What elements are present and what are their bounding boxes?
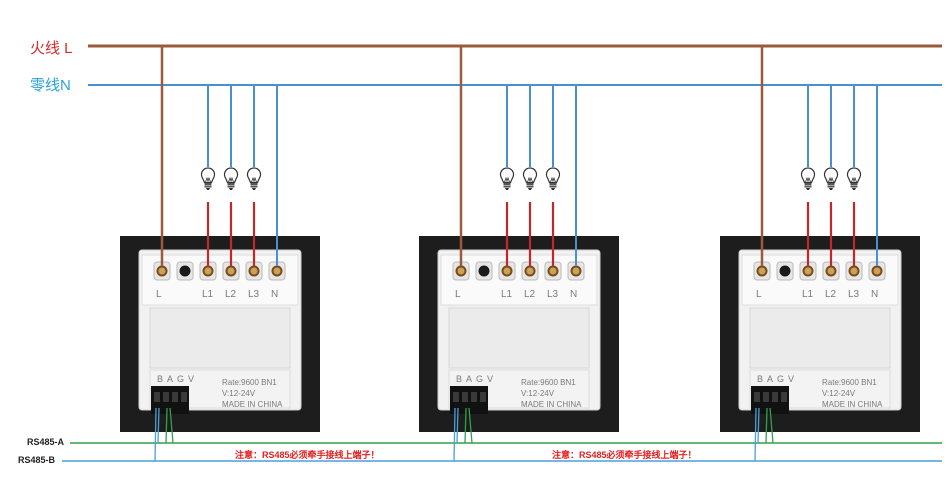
- rs485-b-drop-wire: [154, 407, 157, 462]
- made-in-label: MADE IN CHINA: [222, 400, 283, 409]
- terminal-screw: [452, 261, 470, 281]
- rate-label: Rate:9600 BN1: [222, 378, 277, 387]
- terminal-screw: [799, 261, 817, 281]
- switch-panels: [120, 236, 920, 432]
- terminal-screw: [498, 261, 516, 281]
- terminal-screw: [544, 261, 562, 281]
- rs485-b-drop-wire: [456, 407, 459, 444]
- wires: [62, 44, 942, 462]
- live-line-label: 火线 L: [30, 40, 73, 57]
- rs485-b-drop-wire: [757, 407, 760, 444]
- wiring-note: 注意：RS485必须牵手接线上端子！: [235, 450, 380, 460]
- terminal-label: N: [570, 289, 578, 300]
- terminal-label: L: [756, 289, 762, 300]
- terminal-screw: [567, 261, 585, 281]
- voltage-label: V:12-24V: [521, 389, 555, 398]
- light-bulb-icon: [522, 167, 538, 190]
- brand-label: BAGV: [157, 374, 199, 384]
- switch-mid-panel: [448, 307, 590, 369]
- light-bulb-icon: [800, 167, 816, 190]
- terminal-label: L: [156, 289, 162, 300]
- rs485-b-drop-wire: [754, 407, 757, 462]
- made-in-label: MADE IN CHINA: [521, 400, 582, 409]
- rs485-a-drop-wire: [165, 407, 168, 444]
- terminal-label: L3: [547, 289, 559, 300]
- rate-label: Rate:9600 BN1: [521, 378, 576, 387]
- terminal-label: N: [871, 289, 879, 300]
- rs485-a-drop-wire: [769, 407, 774, 444]
- rs485-b-drop-wire: [157, 407, 160, 444]
- terminal-screw: [521, 261, 539, 281]
- terminal-label: L2: [225, 289, 237, 300]
- switch-mid-panel: [749, 307, 891, 369]
- light-bulb-icon: [846, 167, 862, 190]
- rs485-b-drop-wire: [453, 407, 456, 462]
- made-in-label: MADE IN CHINA: [822, 400, 883, 409]
- rs485-a-drop-wire: [464, 407, 467, 444]
- terminal-label: L1: [501, 289, 513, 300]
- voltage-label: V:12-24V: [222, 389, 256, 398]
- terminal-label: L: [455, 289, 461, 300]
- wiring-note: 注意：RS485必须牵手接线上端子！: [552, 450, 697, 460]
- terminal-label: L1: [802, 289, 814, 300]
- light-bulb-icon: [246, 167, 262, 190]
- terminal-screw: [822, 261, 840, 281]
- switch-module: [419, 236, 619, 432]
- bulbs: [200, 167, 862, 190]
- rs485-b-label: RS485-B: [18, 455, 56, 465]
- light-bulb-icon: [223, 167, 239, 190]
- light-bulb-icon: [545, 167, 561, 190]
- terminal-screw: [268, 261, 286, 281]
- terminal-label: L3: [248, 289, 260, 300]
- rs485-a-drop-wire: [468, 407, 473, 444]
- voltage-label: V:12-24V: [822, 389, 856, 398]
- switch-module: [720, 236, 920, 432]
- terminal-screw: [776, 261, 794, 281]
- rate-label: Rate:9600 BN1: [822, 378, 877, 387]
- terminal-screw: [176, 261, 194, 281]
- rs485-a-drop-wire: [765, 407, 768, 444]
- light-bulb-icon: [200, 167, 216, 190]
- brand-label: BAGV: [757, 374, 799, 384]
- terminal-label: N: [271, 289, 279, 300]
- switch-mid-panel: [149, 307, 291, 369]
- brand-label: BAGV: [456, 374, 498, 384]
- neutral-line-label: 零线N: [30, 77, 71, 94]
- rs485-a-label: RS485-A: [27, 437, 65, 447]
- terminal-screw: [245, 261, 263, 281]
- terminal-label: L3: [848, 289, 860, 300]
- rs485-a-drop-wire: [169, 407, 174, 444]
- terminal-screw: [475, 261, 493, 281]
- switch-module: [120, 236, 320, 432]
- light-bulb-icon: [823, 167, 839, 190]
- terminal-label: L2: [825, 289, 837, 300]
- terminal-label: L2: [524, 289, 536, 300]
- terminal-label: L1: [202, 289, 214, 300]
- light-bulb-icon: [499, 167, 515, 190]
